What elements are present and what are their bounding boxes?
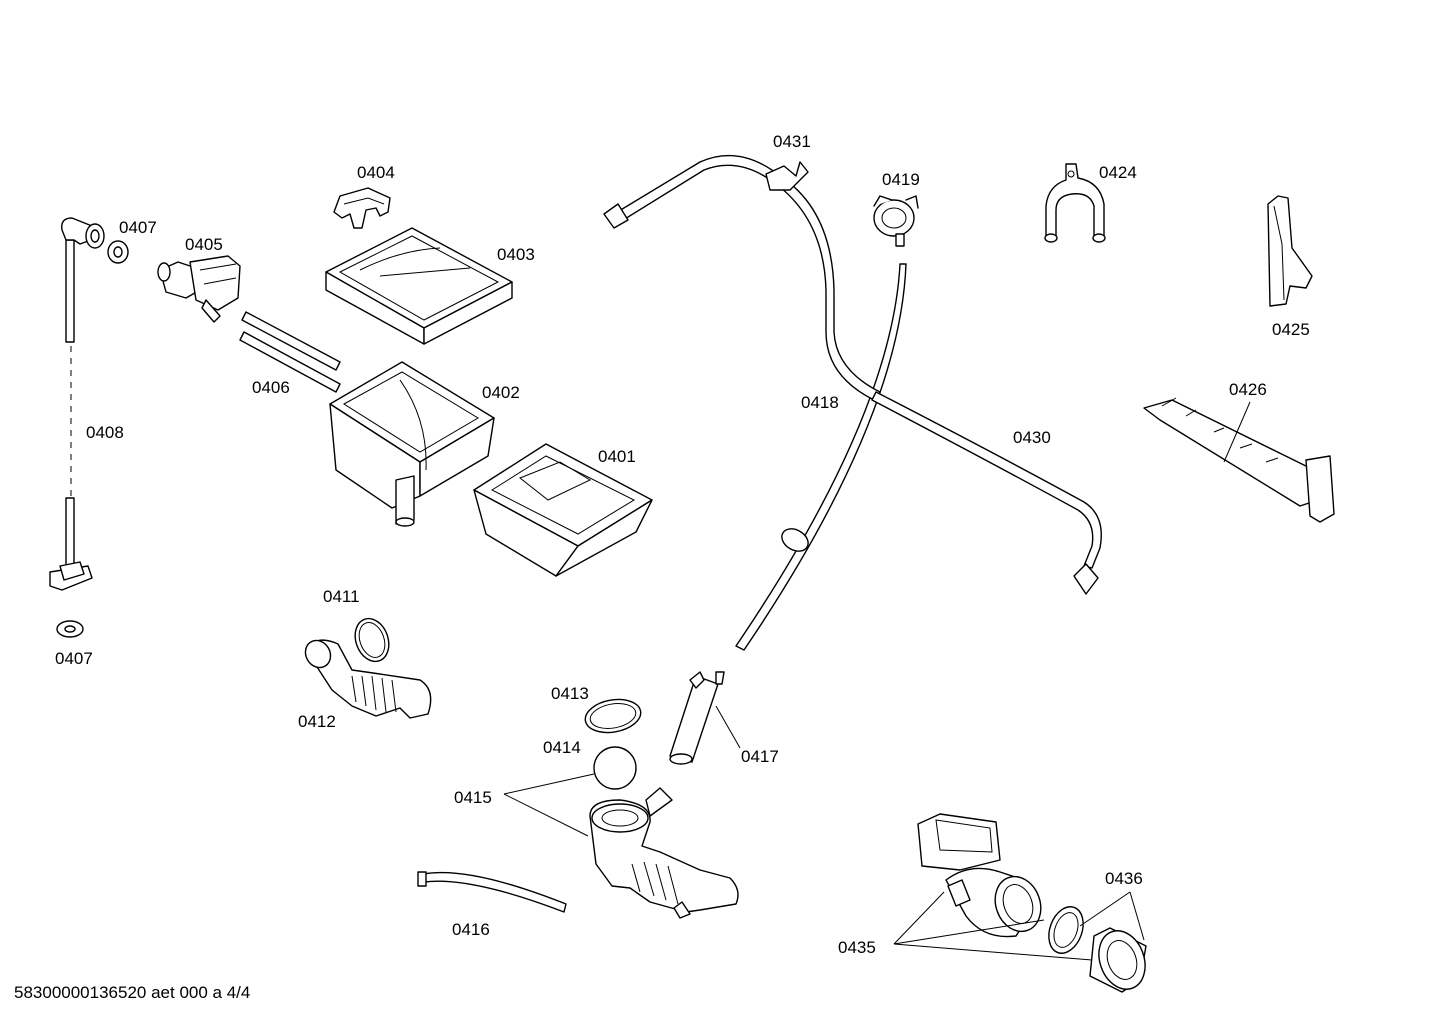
- part-0406-tubes: [239, 311, 341, 393]
- part-0412-bellows: [304, 639, 432, 719]
- label-0403: 0403: [497, 245, 535, 264]
- label-0402: 0402: [482, 383, 520, 402]
- leader-lines: [503, 401, 1251, 961]
- part-0415-sump: [589, 787, 739, 919]
- label-0404: 0404: [357, 163, 395, 182]
- part-0408-hose: [49, 217, 105, 591]
- label-0416: 0416: [452, 920, 490, 939]
- part-0416-hose: [417, 871, 567, 913]
- part-0402-housing: [329, 361, 495, 527]
- drawing-reference: 58300000136520 aet 000 a 4/4: [14, 983, 250, 1002]
- part-0405-valve: [157, 255, 241, 323]
- label-0426: 0426: [1229, 380, 1267, 399]
- part-0435-pump: [917, 813, 1042, 938]
- part-0436-filter: [1089, 927, 1147, 993]
- label-0408: 0408: [86, 423, 124, 442]
- part-0407-washer-top: [107, 240, 129, 264]
- label-0417: 0417: [741, 747, 779, 766]
- label-0411: 0411: [323, 587, 360, 606]
- part-0404-bracket: [333, 187, 391, 229]
- label-0415: 0415: [454, 788, 492, 807]
- part-0418-tube: [735, 263, 907, 651]
- part-0417-sensor: [669, 671, 725, 765]
- label-0424: 0424: [1099, 163, 1137, 182]
- label-0436: 0436: [1105, 869, 1143, 888]
- label-0425: 0425: [1272, 320, 1310, 339]
- part-0425-bracket: [1267, 195, 1313, 307]
- part-0419-pressure-switch: [873, 195, 919, 247]
- label-0419: 0419: [882, 170, 920, 189]
- part-0414-ball: [593, 746, 637, 790]
- label-0407-top: 0407: [119, 218, 157, 237]
- label-0405: 0405: [185, 235, 223, 254]
- label-0418: 0418: [801, 393, 839, 412]
- label-0401: 0401: [598, 447, 636, 466]
- label-0414: 0414: [543, 738, 581, 757]
- part-0430-hose: [871, 391, 1102, 595]
- label-0406: 0406: [252, 378, 290, 397]
- part-0431-hose: [603, 154, 881, 401]
- part-0424-clip: [1044, 163, 1106, 243]
- label-0413: 0413: [551, 684, 589, 703]
- part-0407-washer-bottom: [56, 620, 84, 638]
- part-0436-ring: [1048, 906, 1084, 954]
- part-0426-rail: [1143, 397, 1335, 523]
- label-0435: 0435: [838, 938, 876, 957]
- part-0411-ring: [354, 617, 390, 663]
- part-0401-drawer: [473, 443, 653, 577]
- part-0413-ring: [584, 698, 642, 734]
- label-0431: 0431: [773, 132, 811, 151]
- part-0403-tray-frame: [325, 227, 513, 345]
- label-0430: 0430: [1013, 428, 1051, 447]
- label-0407-bottom: 0407: [55, 649, 93, 668]
- label-0412: 0412: [298, 712, 336, 731]
